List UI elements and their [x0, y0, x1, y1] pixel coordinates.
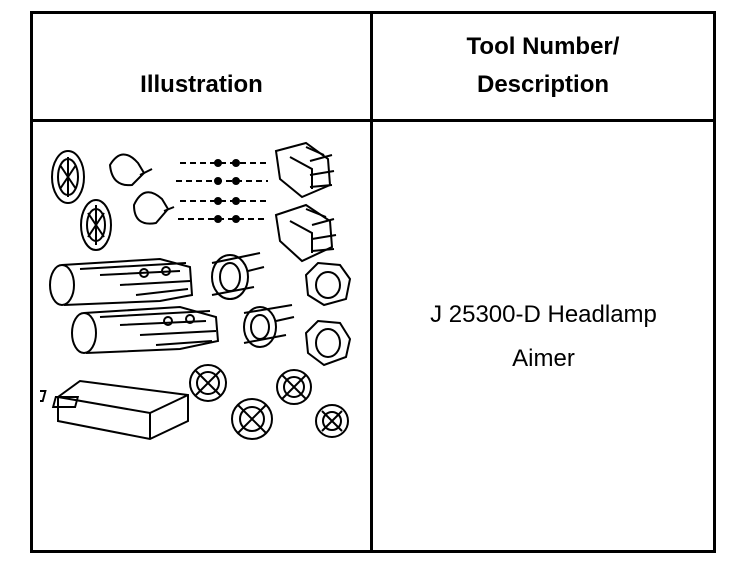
- header-tool-line2: Description: [476, 71, 610, 98]
- reflector-disk-icon: [51, 150, 85, 204]
- reflector-disk-icon: [80, 199, 112, 251]
- lens-ring-icon: [231, 398, 273, 440]
- tool-description: J 25300-D Headlamp Aimer: [372, 293, 715, 381]
- lens-ring-icon: [189, 364, 227, 402]
- tool-description-line1: J 25300-D Headlamp: [430, 301, 657, 328]
- adapter-pins-icon: [176, 162, 268, 220]
- tool-description-line2: Aimer: [512, 345, 575, 372]
- table-divider-header: [30, 119, 716, 122]
- lamp-cone-icon: [108, 153, 153, 187]
- adapter-ring-icon: [304, 319, 352, 367]
- calibration-fixture-icon: [243, 304, 295, 348]
- table-border-right: [713, 11, 716, 553]
- header-illustration: Illustration: [140, 71, 263, 98]
- adapter-ring-icon: [304, 261, 352, 307]
- table-border-bottom: [30, 550, 716, 553]
- table-border-left: [30, 11, 33, 553]
- headlamp-aimer-kit-icon: [40, 141, 352, 441]
- aimer-unit-icon: [71, 305, 220, 354]
- lens-ring-icon: [276, 369, 312, 405]
- header-tool-line1: Tool Number/: [466, 33, 620, 60]
- table-border-top: [30, 11, 716, 14]
- lamp-cone-icon: [132, 191, 175, 225]
- table-divider-column: [370, 11, 373, 553]
- bracket-fixture-icon: [274, 203, 337, 263]
- bracket-fixture-icon: [274, 141, 335, 199]
- lens-ring-icon: [315, 404, 349, 438]
- header-tool-number: Tool Number/ Description: [373, 28, 713, 104]
- aimer-unit-icon: [49, 257, 194, 306]
- calibration-fixture-icon: [211, 252, 265, 300]
- storage-case-icon: [40, 379, 189, 441]
